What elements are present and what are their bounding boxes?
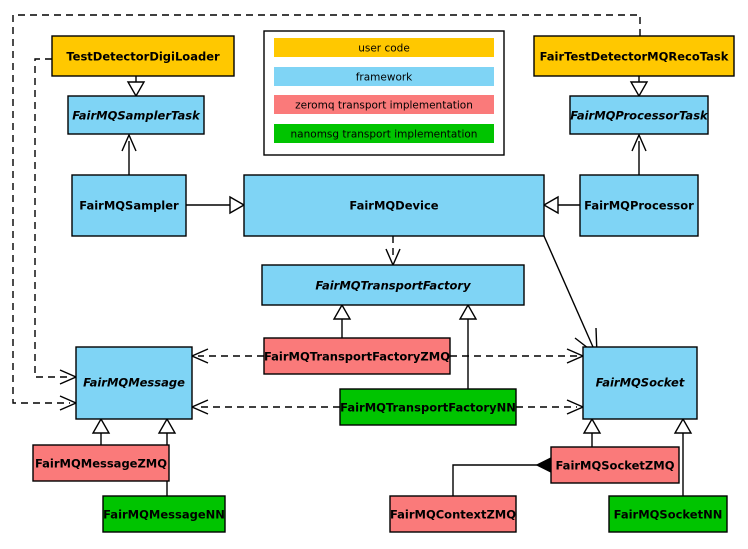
class-box-rect[interactable] bbox=[608, 495, 728, 533]
legend-swatch-framework bbox=[274, 67, 494, 86]
edge-device-depends-transportfactory bbox=[385, 236, 401, 267]
class-box-fairmqsocketnn[interactable]: FairMQSocketNN bbox=[608, 495, 728, 533]
class-box-fairmqtransportfactory[interactable]: FairMQTransportFactory bbox=[261, 264, 525, 306]
class-box-rect[interactable] bbox=[569, 95, 709, 135]
legend-swatch-nanomsg bbox=[274, 124, 494, 143]
edge-sampler-uses-samplertask bbox=[121, 133, 137, 175]
edge-tfnn-creates-socket bbox=[516, 399, 585, 415]
class-box-fairmqtransportfactorynn[interactable]: FairMQTransportFactoryNN bbox=[339, 388, 517, 426]
class-box-label: FairMQTransportFactory bbox=[315, 279, 471, 293]
edge-socketzmq-inherits-socket bbox=[582, 417, 602, 447]
class-box-fairmqcontextzmq[interactable]: FairMQContextZMQ bbox=[389, 495, 517, 533]
edge-recotask-inherits-processortask bbox=[629, 76, 649, 98]
legend-item-nanomsg: nanomsg transport implementation bbox=[274, 124, 494, 143]
edge-tfzmq-creates-socket bbox=[450, 348, 585, 364]
edge-tfzmq-inherits-tf bbox=[332, 303, 352, 338]
class-box-fairmqprocessortask[interactable]: FairMQProcessorTask bbox=[569, 95, 709, 135]
edge-tfzmq-creates-message bbox=[190, 348, 264, 364]
class-box-rect[interactable] bbox=[67, 95, 205, 135]
class-box-label: FairMQMessageNN bbox=[103, 508, 225, 522]
class-box-rect[interactable] bbox=[32, 444, 170, 482]
edge-tfnn-creates-message bbox=[190, 399, 340, 415]
class-box-fairmqmessagezmq[interactable]: FairMQMessageZMQ bbox=[32, 444, 170, 482]
class-box-fairmqsampler[interactable]: FairMQSampler bbox=[71, 174, 187, 237]
edge-contextzmq-composes-socketzmq bbox=[452, 457, 567, 496]
class-box-fairmqsocketzmq[interactable]: FairMQSocketZMQ bbox=[550, 446, 680, 484]
class-box-label: FairMQTransportFactoryNN bbox=[340, 401, 516, 415]
legend-item-user-code: user code bbox=[274, 38, 494, 57]
edge-processor-uses-processortask bbox=[631, 133, 647, 175]
class-box-label: FairMQSocket bbox=[596, 376, 685, 390]
class-box-fairmqmessagenn[interactable]: FairMQMessageNN bbox=[102, 495, 226, 533]
edge-messagezmq-inherits-message bbox=[91, 417, 111, 445]
legend-label-user-code: user code bbox=[358, 43, 410, 55]
class-box-rect[interactable] bbox=[263, 337, 451, 375]
edge-processor-inherits-device bbox=[542, 195, 580, 215]
class-box-rect[interactable] bbox=[389, 495, 517, 533]
edge-sampler-inherits-device bbox=[186, 195, 246, 215]
class-box-label: FairMQDevice bbox=[349, 199, 438, 213]
class-box-rect[interactable] bbox=[243, 174, 545, 237]
class-box-rect[interactable] bbox=[533, 35, 735, 77]
legend-item-framework: framework bbox=[274, 67, 494, 86]
class-box-rect[interactable] bbox=[261, 264, 525, 306]
class-box-fairtestdetectormqrecotask[interactable]: FairTestDetectorMQRecoTask bbox=[533, 35, 735, 77]
legend: user code framework zeromq transport imp… bbox=[263, 30, 505, 156]
class-box-label: FairTestDetectorMQRecoTask bbox=[540, 50, 729, 64]
class-box-label: FairMQProcessor bbox=[584, 199, 694, 213]
legend-label-framework: framework bbox=[356, 72, 413, 84]
class-box-rect[interactable] bbox=[71, 174, 187, 237]
class-box-rect[interactable] bbox=[102, 495, 226, 533]
class-box-rect[interactable] bbox=[339, 388, 517, 426]
class-box-testdetectordigiloader[interactable]: TestDetectorDigiLoader bbox=[51, 35, 235, 77]
edge-digiloader-inherits-samplertask bbox=[126, 76, 146, 98]
node-layer: TestDetectorDigiLoader FairTestDetectorM… bbox=[32, 35, 735, 533]
legend-swatch-user-code bbox=[274, 38, 494, 57]
class-box-rect[interactable] bbox=[75, 346, 193, 420]
class-box-fairmqsamplertask[interactable]: FairMQSamplerTask bbox=[67, 95, 205, 135]
class-box-label: FairMQProcessorTask bbox=[570, 109, 709, 123]
edge-device-uses-socket bbox=[543, 235, 598, 357]
class-box-label: FairMQSocketZMQ bbox=[556, 459, 675, 473]
legend-swatch-zeromq bbox=[274, 95, 494, 114]
class-box-fairmqmessage[interactable]: FairMQMessage bbox=[75, 346, 193, 420]
class-box-label: FairMQTransportFactoryZMQ bbox=[264, 350, 450, 364]
legend-item-zeromq: zeromq transport implementation bbox=[274, 95, 494, 114]
class-box-rect[interactable] bbox=[579, 174, 699, 237]
edge-socketnn-inherits-socket bbox=[673, 417, 693, 496]
legend-label-zeromq: zeromq transport implementation bbox=[295, 100, 473, 112]
class-box-label: FairMQMessageZMQ bbox=[35, 457, 167, 471]
class-box-fairmqsocket[interactable]: FairMQSocket bbox=[582, 346, 698, 420]
class-box-label: FairMQSocketNN bbox=[614, 508, 723, 522]
class-box-fairmqtransportfactoryzmq[interactable]: FairMQTransportFactoryZMQ bbox=[263, 337, 451, 375]
class-box-rect[interactable] bbox=[582, 346, 698, 420]
class-box-label: FairMQSamplerTask bbox=[72, 109, 201, 123]
class-box-rect[interactable] bbox=[51, 35, 235, 77]
class-box-rect[interactable] bbox=[550, 446, 680, 484]
class-box-fairmqprocessor[interactable]: FairMQProcessor bbox=[579, 174, 699, 237]
class-box-label: TestDetectorDigiLoader bbox=[66, 50, 220, 64]
class-box-label: FairMQContextZMQ bbox=[390, 508, 516, 522]
class-box-label: FairMQSampler bbox=[79, 199, 179, 213]
edge-tfnn-inherits-tf bbox=[458, 303, 478, 389]
class-box-label: FairMQMessage bbox=[83, 376, 185, 390]
class-box-fairmqdevice[interactable]: FairMQDevice bbox=[243, 174, 545, 237]
legend-label-nanomsg: nanomsg transport implementation bbox=[291, 129, 478, 141]
